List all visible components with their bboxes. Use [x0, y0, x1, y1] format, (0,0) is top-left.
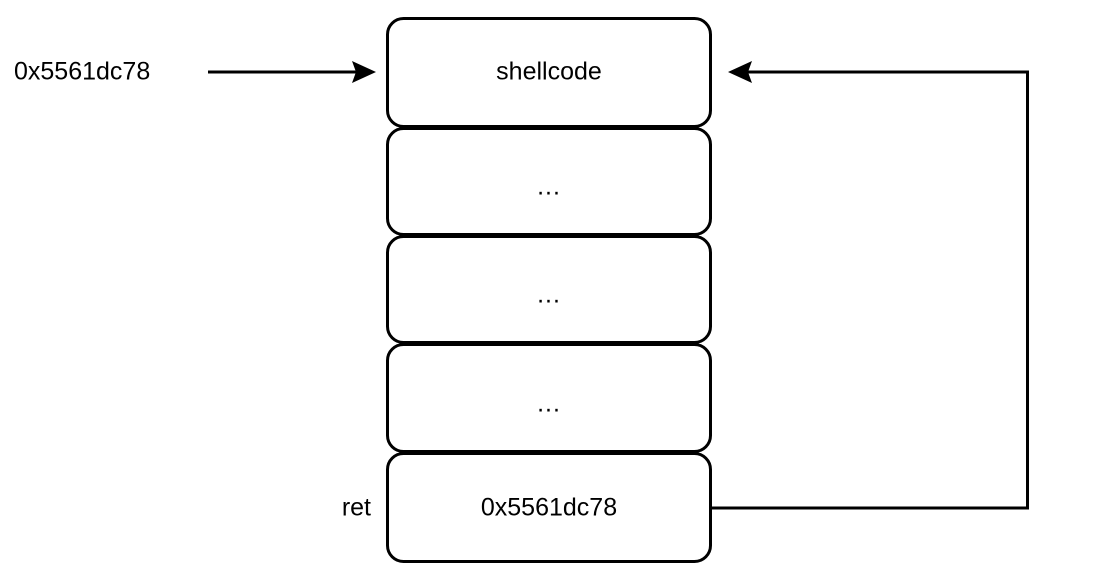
stack-cell-filler-3-label: ...: [537, 390, 561, 418]
stack-cell-filler-2-box: [386, 235, 712, 344]
stack-cell-filler-1[interactable]: ...: [386, 127, 712, 236]
stack-cell-filler-3[interactable]: ...: [386, 343, 712, 453]
arrow-ret-to-shellcode: [711, 61, 1029, 510]
arrow-ret-to-shellcode-head: [728, 61, 752, 83]
stack-cell-filler-2[interactable]: ...: [386, 235, 712, 344]
stack-cell-ret-address-box: [386, 452, 712, 563]
stack-cell-filler-3-box: [386, 343, 712, 453]
stack-cell-filler-2-label: ...: [537, 281, 561, 309]
stack-cell-shellcode[interactable]: shellcode: [386, 17, 712, 128]
stack-cell-shellcode-box: [386, 17, 712, 128]
ret-label: ret: [342, 494, 371, 522]
source-address-label: 0x5561dc78: [14, 58, 150, 86]
stack-cell-filler-1-label: ...: [537, 173, 561, 201]
stack-cell-ret-address[interactable]: 0x5561dc78: [386, 452, 712, 563]
arrow-ret-to-shellcode-shaft: [711, 70, 1029, 510]
arrow-address-to-shellcode-head: [352, 61, 376, 83]
stack-cell-filler-1-box: [386, 127, 712, 236]
arrow-address-to-shellcode: [208, 61, 376, 83]
stack-cell-shellcode-label: shellcode: [496, 58, 602, 86]
stack-cell-ret-address-label: 0x5561dc78: [481, 494, 617, 522]
